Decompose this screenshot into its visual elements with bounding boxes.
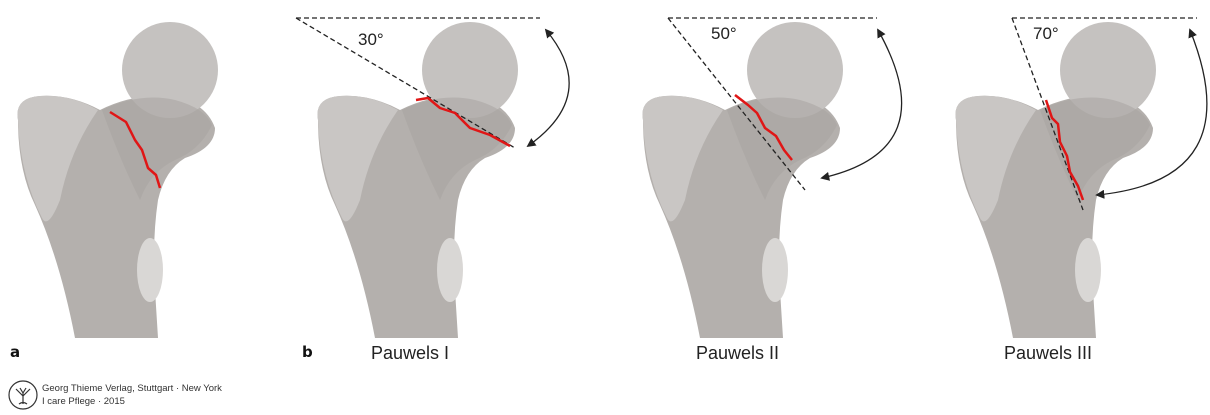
angle-label-70: 70° [1033, 24, 1059, 44]
caption-pauwels-3: Pauwels III [1004, 343, 1092, 364]
panel-a-label: a [10, 343, 20, 361]
panel-b-label: b [302, 343, 313, 361]
angle-label-50: 50° [711, 24, 737, 44]
angle-label-30: 30° [358, 30, 384, 50]
caption-pauwels-2: Pauwels II [696, 343, 779, 364]
lesser-trochanter [1075, 238, 1101, 302]
tree-logo-icon [8, 380, 38, 410]
publisher-line-1: Georg Thieme Verlag, Stuttgart · New Yor… [42, 383, 222, 394]
femur-pauwels-1 [317, 22, 518, 338]
rotation-arrow [528, 30, 569, 146]
femur-pauwels-2 [642, 22, 843, 338]
caption-pauwels-1: Pauwels I [371, 343, 449, 364]
lesser-trochanter [437, 238, 463, 302]
publisher-line-2: I care Pflege · 2015 [42, 396, 125, 407]
femur-pauwels-3 [955, 22, 1156, 338]
lesser-trochanter [762, 238, 788, 302]
femur-panel-a [17, 22, 218, 338]
lesser-trochanter [137, 238, 163, 302]
